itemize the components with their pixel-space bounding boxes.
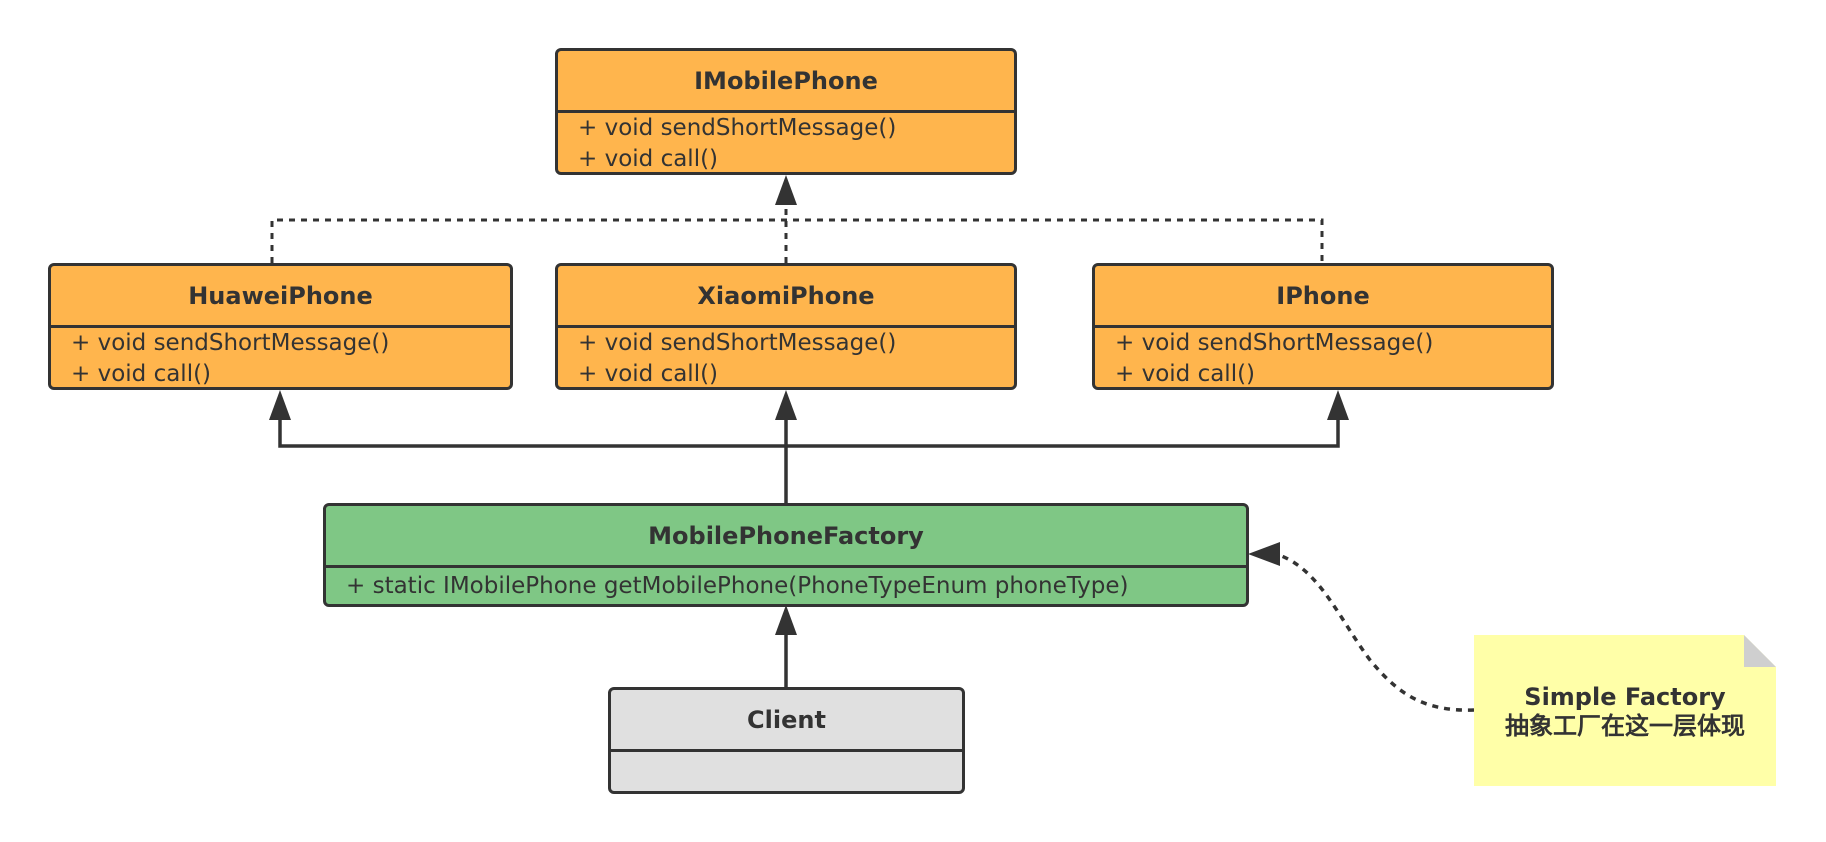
class-title: HuaweiPhone: [51, 266, 510, 328]
class-operations: + void sendShortMessage() + void call(): [558, 113, 1014, 172]
operation: + void sendShortMessage(): [71, 330, 390, 356]
class-operations: + void sendShortMessage() + void call(): [558, 328, 1014, 387]
class-iphone[interactable]: IPhone + void sendShortMessage() + void …: [1092, 263, 1554, 390]
arrowhead-huawei: [269, 390, 291, 420]
class-huaweiphone[interactable]: HuaweiPhone + void sendShortMessage() + …: [48, 263, 513, 390]
class-imobilephone[interactable]: IMobilePhone + void sendShortMessage() +…: [555, 48, 1017, 175]
arrowhead-xiaomi: [775, 390, 797, 420]
operation: + void sendShortMessage(): [578, 115, 897, 141]
class-title: IPhone: [1095, 266, 1551, 328]
operation: + static IMobilePhone getMobilePhone(Pho…: [346, 573, 1129, 599]
operation: + void call(): [1115, 361, 1256, 387]
note-text: Simple Factory 抽象工厂在这一层体现: [1474, 683, 1776, 741]
arrowhead-factory: [775, 605, 797, 635]
note-line-1: Simple Factory: [1524, 683, 1726, 711]
note-connector: [1278, 553, 1475, 712]
operation: + void sendShortMessage(): [1115, 330, 1434, 356]
factory-connector: [278, 420, 1340, 503]
operation: + void sendShortMessage(): [578, 330, 897, 356]
class-mobilephonefactory[interactable]: MobilePhoneFactory + static IMobilePhone…: [323, 503, 1249, 607]
arrowhead-note: [1248, 542, 1280, 566]
realization-connector: [270, 205, 1324, 263]
note-line-2: 抽象工厂在这一层体现: [1505, 712, 1745, 740]
dotted-line-huawei: [270, 218, 1324, 263]
class-xiaomiphone[interactable]: XiaomiPhone + void sendShortMessage() + …: [555, 263, 1017, 390]
note-shape: [1474, 635, 1776, 786]
operation: + void call(): [578, 146, 719, 172]
arrowhead-iphone: [1327, 390, 1349, 420]
class-operations: + void sendShortMessage() + void call(): [51, 328, 510, 387]
class-title: XiaomiPhone: [558, 266, 1014, 328]
arrowhead-imobilephone: [775, 175, 797, 205]
operation: + void call(): [578, 361, 719, 387]
class-client[interactable]: Client: [608, 687, 965, 794]
class-operations: + static IMobilePhone getMobilePhone(Pho…: [326, 568, 1246, 604]
class-title: IMobilePhone: [558, 51, 1014, 113]
class-title: MobilePhoneFactory: [326, 506, 1246, 568]
folded-corner-icon: [1744, 635, 1776, 667]
class-title: Client: [611, 690, 962, 752]
operation: + void call(): [71, 361, 212, 387]
note-simple-factory[interactable]: Simple Factory 抽象工厂在这一层体现: [1474, 635, 1776, 786]
line-factory-bus: [278, 420, 1340, 448]
class-operations: + void sendShortMessage() + void call(): [1095, 328, 1551, 387]
